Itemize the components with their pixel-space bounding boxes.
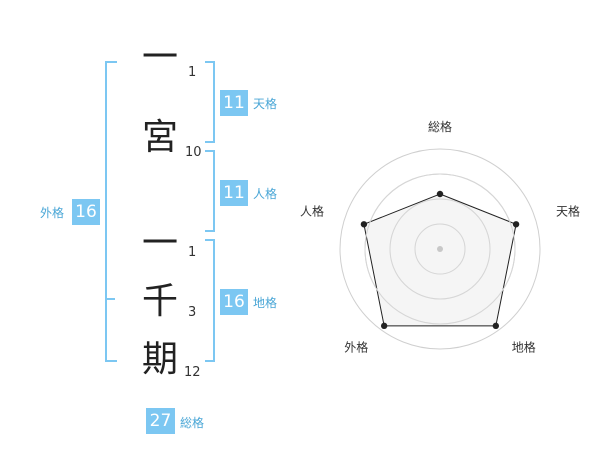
soukaku-value: 27 bbox=[146, 408, 175, 434]
name-char-5: 期 bbox=[141, 339, 178, 380]
chikaku-bracket bbox=[205, 239, 215, 362]
stroke-count-5: 12 bbox=[184, 365, 201, 380]
gaikaku-bracket bbox=[105, 61, 117, 362]
stroke-count-4: 3 bbox=[188, 305, 197, 320]
name-char-2: 宮 bbox=[141, 117, 178, 158]
radar-point-1 bbox=[436, 190, 444, 198]
gaikaku-label: 外格 bbox=[40, 206, 65, 220]
radar-polygon bbox=[363, 193, 517, 327]
tenkaku-value: 11 bbox=[220, 90, 248, 116]
radar-axis-label-4: 外格 bbox=[344, 340, 368, 355]
radar-axis-label-5: 人格 bbox=[300, 203, 324, 218]
radar-point-3 bbox=[492, 322, 500, 330]
radar-point-4 bbox=[380, 322, 388, 330]
tenkaku-bracket bbox=[205, 61, 215, 143]
radar-ring bbox=[339, 148, 541, 350]
name-char-1: 一 bbox=[141, 37, 178, 78]
stroke-count-1: 1 bbox=[188, 65, 197, 80]
name-char-4: 千 bbox=[141, 281, 178, 322]
radar-ring-inner bbox=[389, 198, 491, 300]
soukaku-label: 総格 bbox=[180, 416, 205, 430]
chikaku-value: 16 bbox=[220, 289, 248, 315]
radar-point-5 bbox=[360, 221, 368, 228]
stroke-count-3: 1 bbox=[188, 245, 197, 260]
radar-center-dot bbox=[437, 246, 443, 252]
radar-axis-label-3: 地格 bbox=[512, 340, 536, 355]
radar-axis-label-2: 天格 bbox=[556, 203, 580, 218]
chikaku-label: 地格 bbox=[253, 296, 278, 310]
gaikaku-value: 16 bbox=[72, 199, 100, 225]
jinkaku-bracket bbox=[205, 150, 215, 232]
radar-ring-inner bbox=[364, 173, 516, 325]
name-char-3: 一 bbox=[141, 223, 178, 264]
jinkaku-label: 人格 bbox=[253, 187, 278, 201]
stroke-count-2: 10 bbox=[185, 145, 202, 160]
radar-point-2 bbox=[512, 221, 520, 228]
tenkaku-label: 天格 bbox=[253, 97, 278, 111]
gaikaku-bracket-tick bbox=[105, 298, 115, 300]
radar-ring-inner bbox=[414, 223, 466, 275]
radar-axis-label-1: 総格 bbox=[428, 119, 452, 134]
jinkaku-value: 11 bbox=[220, 180, 248, 206]
